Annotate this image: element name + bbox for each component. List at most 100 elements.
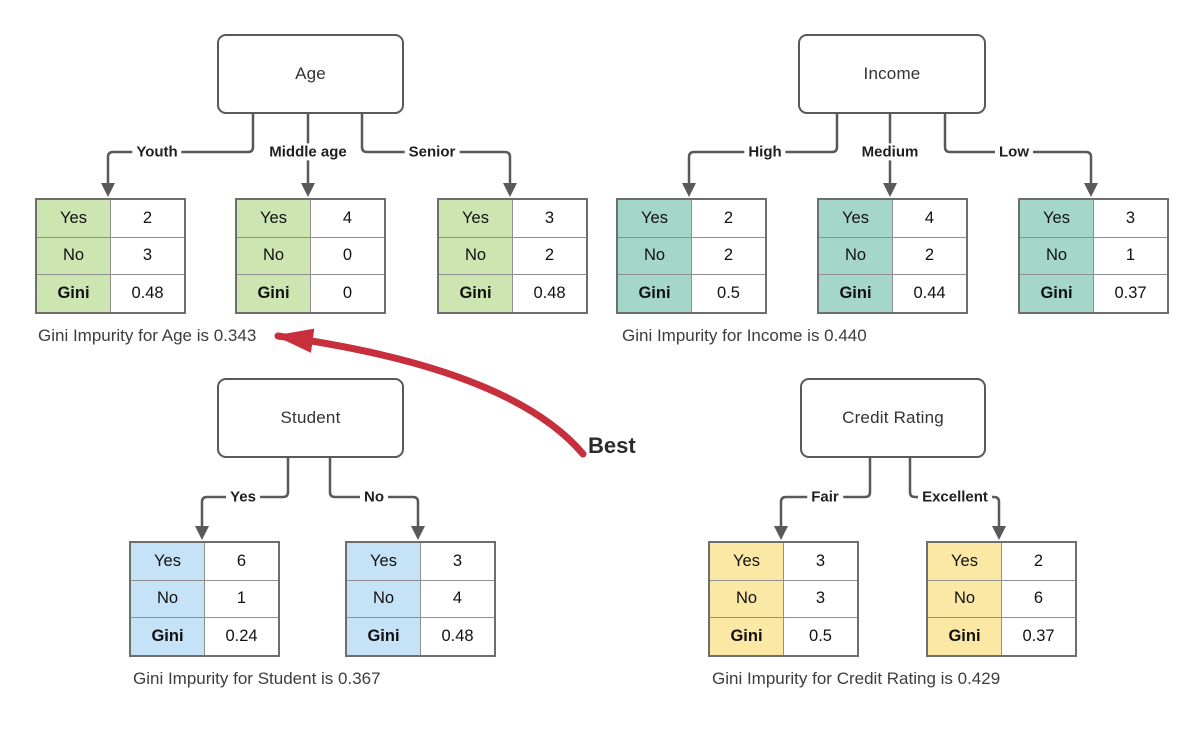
gini-value: 0.37 <box>1001 617 1077 656</box>
yes-count: 4 <box>310 198 386 238</box>
income-node: Income <box>798 34 986 114</box>
no-count: 0 <box>310 236 386 275</box>
table-row: No 2 <box>616 236 767 275</box>
table-row: No 1 <box>1018 236 1169 275</box>
row-label-no: No <box>926 579 1002 618</box>
arrowhead-icon <box>992 526 1006 540</box>
yes-count: 3 <box>420 541 496 581</box>
branch-label-middle-age: Middle age <box>265 143 351 161</box>
row-label-yes: Yes <box>817 198 893 238</box>
arrowhead-icon <box>1084 183 1098 197</box>
table-row: Yes 4 <box>235 198 386 238</box>
row-label-gini: Gini <box>129 617 205 656</box>
branch-label-youth: Youth <box>132 143 182 161</box>
no-count: 1 <box>1093 236 1169 275</box>
arrowhead-icon <box>301 183 315 197</box>
yes-count: 2 <box>110 198 186 238</box>
table-row: No 3 <box>35 236 186 275</box>
table-row: Gini 0.37 <box>1018 274 1169 313</box>
age-senior-table: Yes 3 No 2 Gini 0.48 <box>437 198 588 314</box>
gini-value: 0.5 <box>783 617 859 656</box>
row-label-yes: Yes <box>437 198 513 238</box>
arrowhead-icon <box>101 183 115 197</box>
row-label-yes: Yes <box>35 198 111 238</box>
row-label-yes: Yes <box>129 541 205 581</box>
row-label-yes: Yes <box>345 541 421 581</box>
age-middle-age-table: Yes 4 No 0 Gini 0 <box>235 198 386 314</box>
yes-count: 2 <box>691 198 767 238</box>
row-label-gini: Gini <box>926 617 1002 656</box>
branch-label-low: Low <box>995 143 1033 161</box>
row-label-no: No <box>235 236 311 275</box>
table-row: Gini 0.24 <box>129 617 280 656</box>
gini-value: 0.48 <box>512 274 588 313</box>
yes-count: 2 <box>1001 541 1077 581</box>
student-no-table: Yes 3 No 4 Gini 0.48 <box>345 541 496 657</box>
row-label-no: No <box>129 579 205 618</box>
credit-fair-table: Yes 3 No 3 Gini 0.5 <box>708 541 859 657</box>
table-row: Gini 0.37 <box>926 617 1077 656</box>
row-label-gini: Gini <box>345 617 421 656</box>
gini-value: 0.37 <box>1093 274 1169 313</box>
age-node: Age <box>217 34 404 114</box>
row-label-yes: Yes <box>1018 198 1094 238</box>
no-count: 4 <box>420 579 496 618</box>
branch-label-no: No <box>360 488 388 506</box>
student-node-label: Student <box>280 408 341 427</box>
row-label-yes: Yes <box>708 541 784 581</box>
best-split-arrow <box>274 328 587 458</box>
gini-value: 0.5 <box>691 274 767 313</box>
table-row: No 2 <box>817 236 968 275</box>
table-row: No 2 <box>437 236 588 275</box>
income-medium-table: Yes 4 No 2 Gini 0.44 <box>817 198 968 314</box>
no-count: 6 <box>1001 579 1077 618</box>
credit-gini-caption: Gini Impurity for Credit Rating is 0.429 <box>712 669 1001 688</box>
row-label-no: No <box>345 579 421 618</box>
no-count: 2 <box>691 236 767 275</box>
branch-label-high: High <box>744 143 786 161</box>
row-label-gini: Gini <box>817 274 893 313</box>
table-row: Gini 0.5 <box>616 274 767 313</box>
table-row: Yes 3 <box>345 541 496 581</box>
row-label-no: No <box>817 236 893 275</box>
income-high-table: Yes 2 No 2 Gini 0.5 <box>616 198 767 314</box>
gini-value: 0 <box>310 274 386 313</box>
arrowhead-icon <box>195 526 209 540</box>
row-label-yes: Yes <box>235 198 311 238</box>
table-row: Yes 2 <box>35 198 186 238</box>
branch-label-excellent: Excellent <box>918 488 992 506</box>
row-label-gini: Gini <box>437 274 513 313</box>
no-count: 2 <box>512 236 588 275</box>
income-node-label: Income <box>863 64 921 83</box>
table-row: Gini 0.48 <box>437 274 588 313</box>
table-row: Gini 0.48 <box>35 274 186 313</box>
table-row: No 0 <box>235 236 386 275</box>
gini-value: 0.24 <box>204 617 280 656</box>
row-label-gini: Gini <box>616 274 692 313</box>
row-label-yes: Yes <box>926 541 1002 581</box>
age-gini-caption: Gini Impurity for Age is 0.343 <box>38 326 257 345</box>
income-gini-caption: Gini Impurity for Income is 0.440 <box>622 326 867 345</box>
table-row: Yes 3 <box>1018 198 1169 238</box>
row-label-gini: Gini <box>35 274 111 313</box>
no-count: 3 <box>783 579 859 618</box>
no-count: 1 <box>204 579 280 618</box>
arrowhead-icon <box>682 183 696 197</box>
yes-count: 3 <box>783 541 859 581</box>
credit-rating-node: Credit Rating <box>800 378 986 458</box>
row-label-no: No <box>1018 236 1094 275</box>
age-node-label: Age <box>295 64 326 83</box>
table-row: Yes 2 <box>616 198 767 238</box>
table-row: Yes 6 <box>129 541 280 581</box>
credit-excellent-table: Yes 2 No 6 Gini 0.37 <box>926 541 1077 657</box>
arrowhead-icon <box>411 526 425 540</box>
yes-count: 3 <box>512 198 588 238</box>
table-row: No 4 <box>345 579 496 618</box>
student-gini-caption: Gini Impurity for Student is 0.367 <box>133 669 381 688</box>
row-label-no: No <box>616 236 692 275</box>
student-node: Student <box>217 378 404 458</box>
table-row: No 6 <box>926 579 1077 618</box>
row-label-gini: Gini <box>708 617 784 656</box>
income-low-table: Yes 3 No 1 Gini 0.37 <box>1018 198 1169 314</box>
